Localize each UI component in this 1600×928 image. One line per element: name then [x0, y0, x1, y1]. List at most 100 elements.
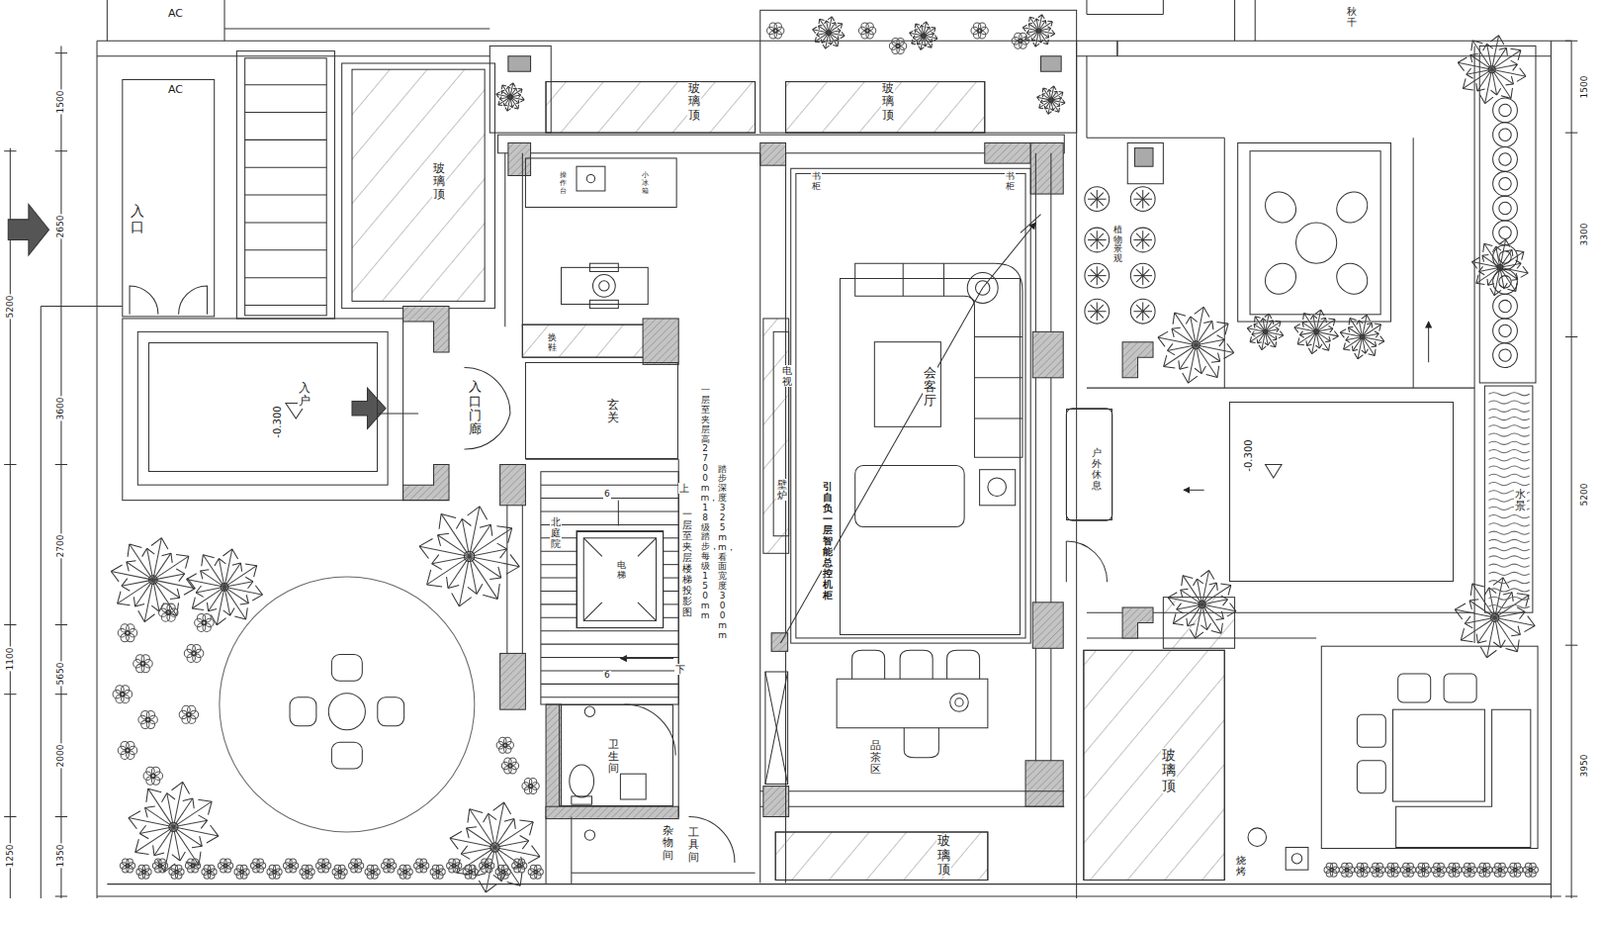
stair-steps	[245, 85, 680, 698]
stair-steps	[245, 249, 328, 251]
shrub-symbol	[386, 863, 391, 868]
tree-symbol	[1058, 102, 1061, 106]
shrub-symbol	[1018, 38, 1023, 43]
tree-symbol	[482, 594, 498, 599]
room-annotation: AC	[167, 84, 184, 96]
shrub-symbol	[207, 869, 212, 874]
plant-pot	[1096, 274, 1106, 276]
tree-symbol	[230, 608, 235, 617]
plant-pot	[1493, 122, 1518, 148]
tree-symbol	[1047, 39, 1050, 45]
shrub-symbol	[1436, 867, 1441, 872]
kitchen-furniture	[576, 166, 606, 191]
plant-pot	[1499, 177, 1512, 190]
site-frame	[1086, 13, 1163, 15]
shrub-symbol	[234, 864, 250, 879]
plant-pot	[1096, 275, 1104, 283]
patio-furniture	[1356, 760, 1386, 794]
tree-symbol	[455, 518, 462, 529]
shrub-symbol	[1461, 862, 1477, 877]
tree-symbol	[1059, 90, 1064, 93]
shrub-symbol	[501, 757, 519, 774]
tree-symbol	[1506, 647, 1518, 651]
tree-symbol	[449, 837, 458, 849]
tree-symbol	[128, 781, 219, 872]
shrub-symbol	[1354, 862, 1370, 877]
living-furniture	[950, 693, 970, 712]
shrub-symbol	[1339, 862, 1355, 877]
stair-steps	[245, 221, 328, 223]
shrub-symbol	[250, 858, 266, 873]
tree-symbol	[1272, 339, 1277, 342]
tree-symbol	[488, 812, 497, 819]
tree-symbol	[1472, 262, 1478, 269]
tree-symbol	[138, 610, 145, 622]
kitchen-furniture	[561, 266, 649, 304]
house-wall	[1066, 540, 1107, 582]
tree-symbol	[240, 562, 242, 572]
tree-symbol	[1294, 327, 1299, 333]
stair-steps	[663, 550, 679, 552]
house-wall	[1035, 153, 1037, 806]
tree-symbol	[1477, 88, 1486, 91]
tree-symbol	[911, 43, 916, 46]
living-furniture	[899, 649, 933, 679]
dimension-line	[60, 45, 62, 898]
tree-symbol	[185, 555, 189, 569]
living-furniture	[987, 477, 1007, 497]
house-wall	[763, 786, 790, 817]
entrance-area	[122, 51, 511, 501]
tree-symbol	[1190, 316, 1198, 322]
stair-steps	[663, 603, 679, 605]
tree-symbol	[498, 103, 503, 106]
shrub-symbol	[528, 864, 543, 879]
tree-symbol	[1525, 594, 1529, 607]
shrub-symbol	[501, 869, 506, 874]
plant-pot	[1143, 268, 1151, 276]
shrub-symbol	[1416, 862, 1431, 877]
plant-pot	[1096, 311, 1104, 319]
shrub-symbol	[1522, 862, 1538, 877]
tree-symbol	[182, 798, 193, 801]
plant-pot	[1136, 268, 1144, 276]
shrub-symbol	[117, 740, 138, 759]
site-frame	[224, 27, 490, 29]
living-furniture	[903, 727, 939, 758]
tree-symbol	[1349, 318, 1357, 321]
tree-symbol	[200, 569, 210, 571]
site-frame	[1085, 56, 1087, 139]
tree-symbol	[1211, 360, 1221, 362]
room-annotation: 一层至夹层楼梯投影图	[681, 508, 694, 618]
tree-symbol	[520, 835, 530, 841]
plant-pot	[1096, 233, 1104, 241]
patio-furniture	[1291, 853, 1302, 864]
tree-symbol	[501, 85, 504, 89]
house-wall	[1066, 540, 1067, 582]
tree-symbol	[1462, 69, 1492, 89]
room-outline: 玄关	[525, 361, 679, 459]
tree-symbol	[154, 852, 165, 856]
tree-symbol	[909, 32, 913, 36]
house-wall	[570, 816, 572, 885]
plant-pot	[1096, 198, 1104, 206]
tree-symbol	[1519, 68, 1526, 77]
shrub-symbol	[272, 869, 277, 874]
stair-steps	[540, 510, 679, 512]
tree-symbol	[1472, 583, 1485, 587]
tree-symbol	[1033, 42, 1036, 47]
tree-symbol	[1304, 312, 1312, 315]
tree-symbol	[1195, 323, 1229, 346]
tree-symbol	[506, 566, 520, 575]
tree-symbol	[1517, 638, 1520, 651]
tree-symbol	[176, 568, 184, 574]
shrub-symbol	[316, 858, 332, 873]
tree-symbol	[1484, 587, 1490, 596]
dimension-line	[1565, 40, 1578, 42]
living-furniture	[1020, 214, 1042, 234]
plant-pot	[1096, 192, 1104, 200]
tree-symbol	[1230, 602, 1237, 611]
tree-symbol	[427, 569, 432, 585]
shrub-symbol	[178, 705, 199, 723]
glass-roof	[775, 831, 988, 880]
living-furniture	[765, 671, 789, 785]
